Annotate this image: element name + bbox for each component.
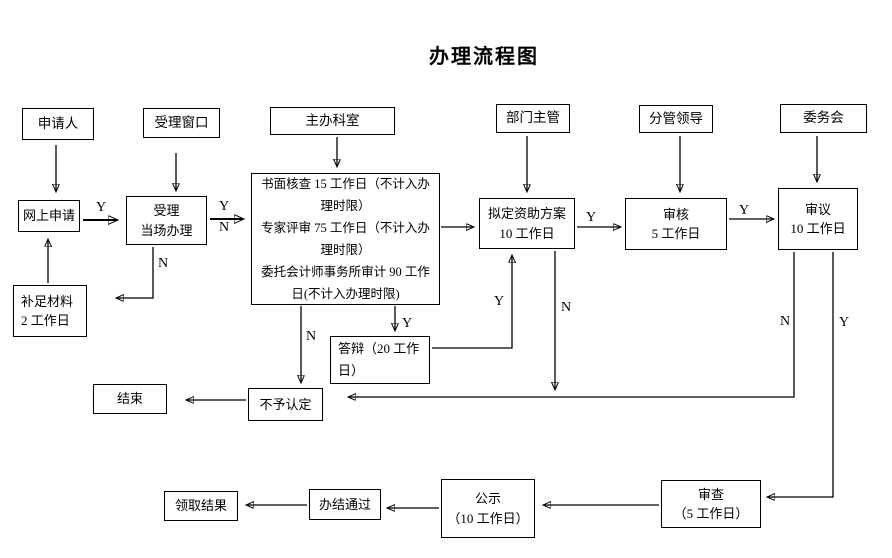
node-main-office: 主办科室 [270,107,395,135]
edge-label-audit-deliberation-y: Y [739,203,750,218]
edge-label-accept-down-n: N [158,256,169,271]
node-applicant: 申请人 [22,108,94,140]
node-draft-plan: 拟定资助方案 10 工作日 [479,198,575,249]
arrow-deliberation-y-to-examination [768,252,834,497]
edge-label-online-accept-y: Y [96,200,107,215]
node-acceptance-window: 受理窗口 [143,108,220,138]
node-acceptance: 受理 当场办理 [126,196,207,245]
node-receive-result: 领取结果 [164,491,238,521]
edge-label-accept-main-y: Y [219,199,230,214]
edge-label-deliberation-n: N [780,314,791,329]
node-complete-pass: 办结通过 [309,489,381,520]
node-supplement: 补足材料 2 工作日 [13,285,87,337]
node-publicity: 公示 （10 工作日） [441,479,535,538]
page-title: 办理流程图 [429,46,539,68]
arrow-defense-y-to-draft [432,256,512,349]
node-committee: 委务会 [780,104,867,133]
edge-label-draft-down-n: N [561,300,572,315]
arrow-acceptance-n-down-left [117,247,154,298]
node-audit: 审核 5 工作日 [625,198,727,250]
arrow-deliberation-n-to-reject [349,252,795,397]
node-review-details: 书面核查 15 工作日（不计入办 理时限） 专家评审 75 工作日（不计入办 理… [251,173,440,305]
edge-label-deliberation-y: Y [839,315,850,330]
node-reject: 不予认定 [248,388,323,421]
node-dept-supervisor: 部门主管 [496,104,570,133]
node-leader-in-charge: 分管领导 [639,105,713,133]
node-examination: 审查 （5 工作日） [661,480,761,528]
edge-label-main-reject-n: N [306,329,317,344]
node-end: 结束 [93,384,167,414]
edge-label-main-defense-y: Y [402,316,413,331]
node-defense: 答辩（20 工作 日） [330,336,430,384]
node-online-application: 网上申请 [18,200,80,232]
edge-label-accept-main-n: N [219,220,230,235]
node-deliberation: 审议 10 工作日 [778,188,858,250]
edge-label-defense-draft-y: Y [494,294,505,309]
edge-label-draft-audit-y: Y [586,210,597,225]
